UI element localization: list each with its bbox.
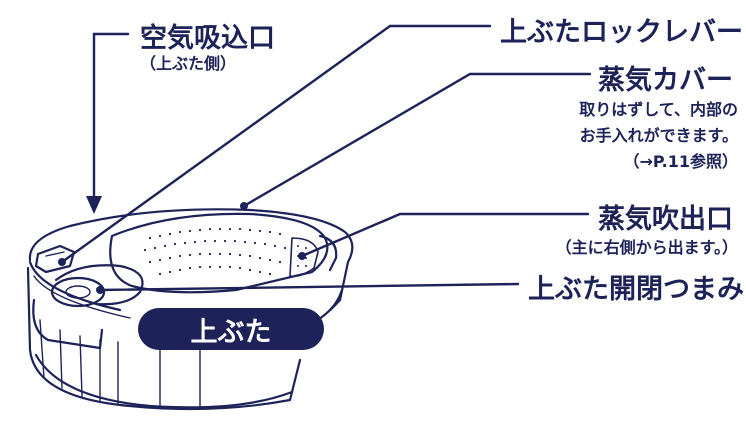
arrowhead-air-intake [86, 196, 102, 214]
leader-steam-cover [242, 72, 592, 208]
label-steam-cover: 蒸気カバー [598, 65, 733, 96]
knob [50, 276, 106, 308]
label-lid-knob: 上ぶた開閉つまみ [528, 274, 744, 305]
lid-edge [28, 260, 344, 312]
lid-rim [28, 208, 354, 332]
leader-lid-lock-lever [60, 24, 492, 264]
label-steam-cover-note-2: お手入れができます。 [579, 126, 738, 145]
leader-air-intake [92, 32, 130, 202]
cooker-body [26, 266, 302, 411]
label-steam-outlet-sub: （主に右側から出ます。） [555, 238, 738, 257]
steam-outlet-vent [289, 237, 319, 278]
leader-dot-steam-outlet [298, 252, 306, 260]
leader-steam-outlet [300, 212, 590, 258]
label-air-intake-sub: （上ぶた側） [140, 54, 237, 73]
leader-dot-steam-cover [240, 202, 248, 210]
label-steam-outlet: 蒸気吹出口 [598, 204, 733, 235]
label-steam-cover-note-3: （→P.11参照） [623, 152, 738, 171]
steam-cover-outline [109, 212, 329, 294]
steam-cover-texture [143, 227, 307, 276]
leader-dot-knob [96, 286, 104, 294]
label-steam-cover-note-1: 取りはずして、内部の [579, 100, 738, 119]
label-air-intake: 空気吸込口 [140, 23, 275, 54]
leader-lid-knob [98, 282, 520, 292]
cooker-base [34, 353, 294, 409]
handle-left [32, 298, 104, 350]
label-lid-lock-lever: 上ぶたロックレバー [500, 17, 743, 48]
lid-badge: 上ぶた [138, 308, 324, 350]
leader-dot-lock [58, 258, 66, 266]
lock-lever [34, 244, 76, 274]
